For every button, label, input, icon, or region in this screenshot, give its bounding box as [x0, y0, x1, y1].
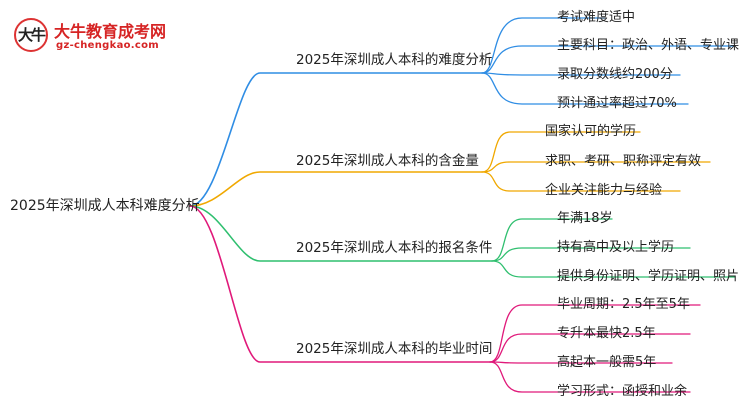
leaf-graduation-1: 毕业周期：2.5年至5年: [557, 297, 690, 312]
leaf-value-2: 求职、考研、职称评定有效: [545, 154, 702, 169]
leaf-requirements-3: 提供身份证明、学历证明、照片: [557, 269, 740, 284]
leaf-difficulty-1: 考试难度适中: [557, 10, 636, 25]
leaf-connector-1-3: [481, 72, 681, 76]
leaf-connector-2-1: [481, 131, 641, 173]
leaf-connector-3-2: [491, 247, 691, 262]
branch-connector-1: [189, 72, 483, 207]
branch-difficulty: 2025年深圳成人本科的难度分析: [296, 52, 493, 68]
leaf-connector-1-2: [481, 45, 736, 74]
leaf-graduation-2: 专升本最快2.5年: [557, 326, 656, 341]
leaf-difficulty-2: 主要科目：政治、外语、专业课: [557, 38, 740, 53]
branch-connector-4: [189, 205, 491, 363]
leaf-graduation-3: 高起本一般需5年: [557, 355, 657, 370]
leaf-requirements-2: 持有高中及以上学历: [557, 240, 675, 255]
leaf-requirements-1: 年满18岁: [557, 211, 613, 226]
site-logo: 大牛 大牛教育成考网 gz-chengkao.com: [8, 18, 178, 58]
leaf-connector-4-4: [489, 361, 691, 393]
leaf-connector-4-3: [489, 361, 673, 364]
leaf-connector-4-1: [489, 304, 701, 363]
leaf-difficulty-4: 预计通过率超过70%: [557, 96, 677, 111]
leaf-connector-3-3: [491, 260, 736, 278]
leaf-connector-4-2: [489, 333, 691, 363]
leaf-graduation-4: 学习形式：函授和业余: [557, 384, 688, 399]
leaf-value-3: 企业关注能力与经验: [545, 183, 663, 198]
logo-mark-icon: 大牛: [14, 18, 48, 52]
branch-connector-2: [189, 171, 483, 207]
branch-requirements: 2025年深圳成人本科的报名条件: [296, 240, 493, 256]
root-topic: 2025年深圳成人本科难度分析: [10, 198, 200, 214]
leaf-difficulty-3: 录取分数线约200分: [557, 67, 673, 82]
leaf-connector-2-3: [481, 171, 681, 192]
leaf-connector-1-1: [481, 17, 606, 74]
leaf-value-1: 国家认可的学历: [545, 124, 637, 139]
leaf-connector-1-4: [481, 72, 689, 105]
branch-connector-3: [189, 205, 493, 262]
branch-value: 2025年深圳成人本科的含金量: [296, 153, 479, 169]
logo-url: gz-chengkao.com: [56, 40, 160, 51]
branch-graduation: 2025年深圳成人本科的毕业时间: [296, 341, 493, 357]
logo-title: 大牛教育成考网: [54, 22, 167, 41]
leaf-connector-3-1: [491, 218, 613, 262]
leaf-connector-2-2: [481, 161, 711, 173]
